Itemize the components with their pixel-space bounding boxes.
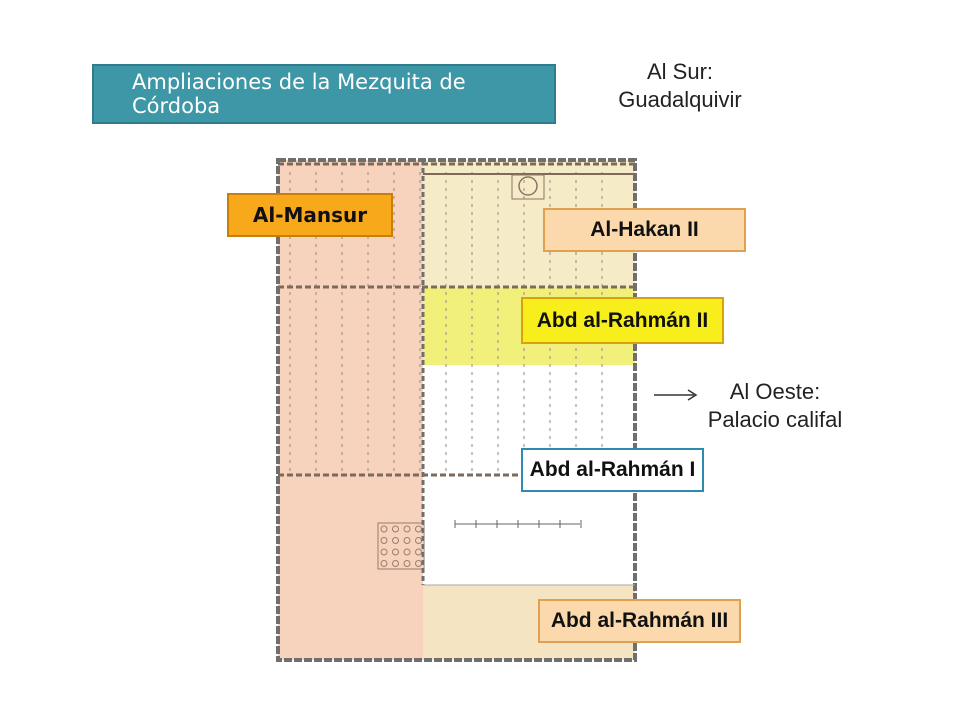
ornament-dot [380,525,388,533]
ornament-dot [380,548,388,556]
note-south-heading: Al Sur: [646,59,714,84]
ornament-dot [403,537,411,544]
ornament-dot [392,537,399,544]
mihrab-mark [518,176,538,196]
zone-al-mansur [278,160,423,660]
title-banner: Ampliaciones de la Mezquita de Córdoba [92,64,556,124]
arrow-right-icon [654,389,698,401]
ornament-dot [403,560,411,567]
note-south: Al Sur: Guadalquivir [600,58,760,114]
ornament-dot [380,560,388,567]
label-abd-al-rahman-ii: Abd al-Rahmán II [521,297,724,344]
outer-wall [276,158,637,662]
note-west: Al Oeste: Palacio califal [690,378,860,434]
note-south-text: Guadalquivir [618,87,742,112]
title-text: Ampliaciones de la Mezquita de Córdoba [132,70,466,118]
ornament-dot [392,560,399,567]
note-west-text: Palacio califal [707,407,843,432]
label-abd-al-rahman-iii: Abd al-Rahmán III [538,599,741,643]
maqsura-mark [511,174,545,200]
label-al-hakan-ii: Al-Hakan II [543,208,746,252]
label-al-mansur: Al-Mansur [227,193,393,237]
ornament-dot [403,548,411,556]
label-abd-al-rahman-i: Abd al-Rahmán I [521,448,704,492]
ornament-dot [403,525,411,533]
ornament-dot [380,537,388,544]
zone-courtyard [423,477,635,585]
note-west-heading: Al Oeste: [729,379,821,404]
ornament-dot [392,548,399,556]
ornament-dot [392,525,399,533]
